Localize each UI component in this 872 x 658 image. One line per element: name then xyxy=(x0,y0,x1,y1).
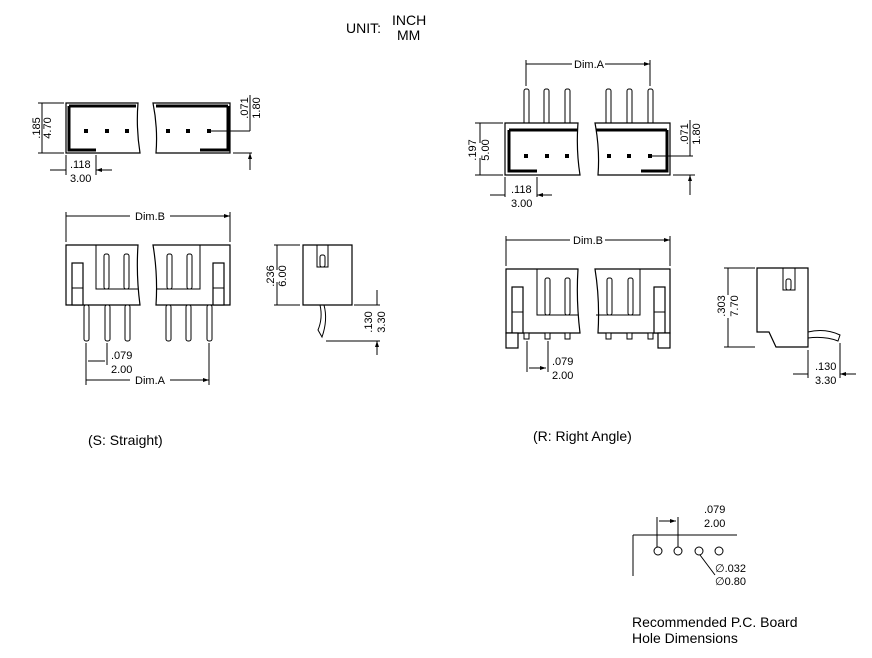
straight-side-height-in: .236 xyxy=(265,265,277,286)
straight-top-view: .185 4.70 .071 1.80 .118 3.00 xyxy=(31,95,263,185)
right-top-edge-in: .118 xyxy=(511,184,532,196)
right-top-edge-mm: 3.00 xyxy=(511,198,532,210)
pcb-hole xyxy=(694,546,704,556)
right-top-offset-mm: 1.80 xyxy=(691,123,703,144)
right-angle-caption: (R: Right Angle) xyxy=(533,428,632,444)
straight-side-height-mm: 6.00 xyxy=(277,265,289,286)
pcb-hole-layout: .079 2.00 ∅.032 ∅0.80 Recommended P.C. B… xyxy=(632,504,798,646)
pcb-hole xyxy=(653,546,663,556)
straight-pins xyxy=(83,253,213,342)
pcb-hole xyxy=(714,546,724,556)
right-angle-side-view: .303 7.70 .130 3.30 xyxy=(716,267,856,387)
unit-inch: INCH xyxy=(392,12,426,28)
straight-front-view: Dim.B .079 2.00 Dim.A xyxy=(65,211,230,387)
right-front-pins xyxy=(523,277,654,340)
straight-side-pin-in: .130 xyxy=(363,311,375,332)
right-angle-front-view: Dim.B .079 2.00 xyxy=(505,235,670,382)
right-top-height-mm: 5.00 xyxy=(480,139,492,160)
straight-side-view: .236 6.00 .130 3.30 xyxy=(265,244,388,355)
right-top-height-in: .197 xyxy=(467,139,479,160)
pcb-hole-mm: ∅0.80 xyxy=(715,576,746,588)
pcb-title-line2: Hole Dimensions xyxy=(632,630,738,646)
straight-pitch-in: .079 xyxy=(111,350,132,362)
straight-top-height-mm: 4.70 xyxy=(42,117,54,138)
unit-mm: MM xyxy=(397,27,420,43)
right-dim-a: Dim.A xyxy=(574,59,605,71)
pcb-pitch-in: .079 xyxy=(704,504,725,516)
straight-top-height-in: .185 xyxy=(31,117,43,138)
straight-side-pin-mm: 3.30 xyxy=(376,311,388,332)
straight-pitch-mm: 2.00 xyxy=(111,364,132,376)
unit-label: UNIT: xyxy=(346,20,381,36)
right-side-height-in: .303 xyxy=(716,295,728,316)
right-angle-top-view: Dim.A .197 5.00 .071 1.80 .118 3.00 xyxy=(467,59,703,210)
right-pitch-in: .079 xyxy=(552,356,573,368)
right-top-offset-in: .071 xyxy=(679,123,691,144)
unit-legend: UNIT: INCH MM xyxy=(346,12,426,43)
pcb-title-line1: Recommended P.C. Board xyxy=(632,614,798,630)
right-dim-b: Dim.B xyxy=(573,235,603,247)
straight-top-edge-mm: 3.00 xyxy=(70,173,91,185)
pcb-hole xyxy=(673,546,683,556)
straight-dim-b: Dim.B xyxy=(135,211,165,223)
right-pitch-mm: 2.00 xyxy=(552,370,573,382)
right-side-pin-mm: 3.30 xyxy=(815,375,836,387)
straight-top-offset-mm: 1.80 xyxy=(251,97,263,118)
straight-caption: (S: Straight) xyxy=(88,432,163,448)
right-top-pins xyxy=(523,88,654,128)
straight-top-edge-in: .118 xyxy=(70,159,91,171)
right-side-pin-in: .130 xyxy=(815,361,836,373)
right-side-height-mm: 7.70 xyxy=(729,295,741,316)
straight-top-offset-in: .071 xyxy=(239,97,251,118)
pcb-pitch-mm: 2.00 xyxy=(704,518,725,530)
straight-dim-a: Dim.A xyxy=(135,375,166,387)
pcb-hole-in: ∅.032 xyxy=(715,563,746,575)
